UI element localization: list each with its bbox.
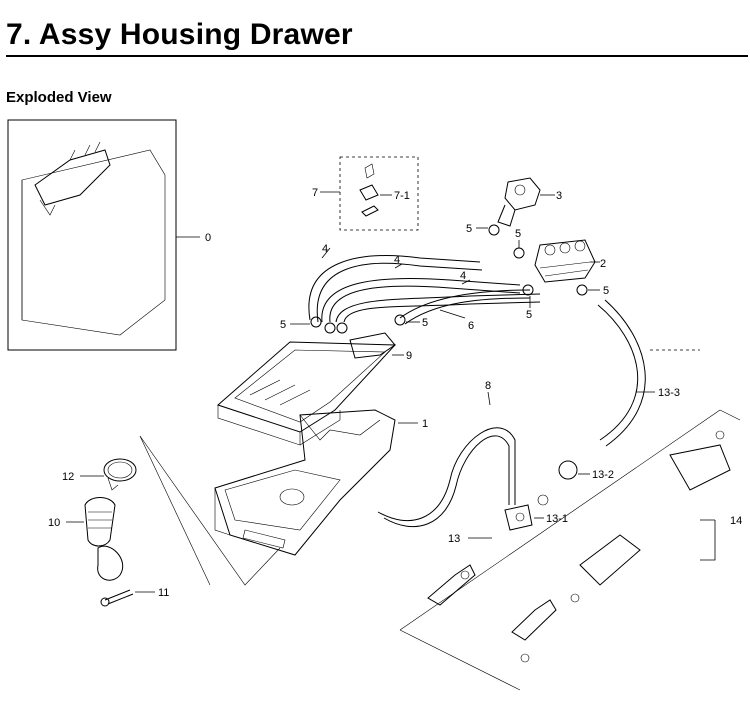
hose-clamps-5 bbox=[310, 224, 588, 334]
callout-8: 8 bbox=[485, 380, 491, 392]
leader-4b bbox=[394, 263, 403, 269]
page-title: 7. Assy Housing Drawer bbox=[6, 18, 353, 51]
drain-assembly-panel bbox=[399, 409, 741, 691]
drawer-housing-1 bbox=[214, 409, 396, 556]
drawer-housing-cover bbox=[217, 341, 397, 446]
callout-5c: 5 bbox=[466, 223, 472, 235]
water-valve-2 bbox=[534, 239, 596, 283]
part-7-dashed-box bbox=[339, 156, 419, 231]
leader-8 bbox=[487, 391, 491, 406]
callout-1: 1 bbox=[422, 418, 428, 430]
callout-5a: 5 bbox=[280, 319, 286, 331]
callout-14: 14 bbox=[730, 515, 742, 527]
callout-3: 3 bbox=[556, 190, 562, 202]
callout-13-1: 13-1 bbox=[546, 513, 568, 525]
leader-14 bbox=[700, 519, 716, 561]
hose-13-3 bbox=[597, 299, 700, 447]
hoses-4 bbox=[308, 255, 541, 325]
callout-13: 13 bbox=[448, 533, 460, 545]
callout-5e: 5 bbox=[526, 309, 532, 321]
callout-5b: 5 bbox=[422, 317, 428, 329]
section-subtitle: Exploded View bbox=[6, 89, 112, 106]
title-divider bbox=[6, 55, 748, 57]
callout-6: 6 bbox=[468, 320, 474, 332]
callout-4a: 4 bbox=[322, 243, 328, 255]
part-13-2 bbox=[537, 460, 578, 506]
callout-9: 9 bbox=[406, 350, 412, 362]
callout-5f: 5 bbox=[603, 285, 609, 297]
callout-2: 2 bbox=[600, 258, 606, 270]
callout-11: 11 bbox=[158, 587, 169, 599]
callout-7-1: 7-1 bbox=[394, 190, 410, 202]
callout-13-3: 13-3 bbox=[658, 387, 680, 399]
callout-13-2: 13-2 bbox=[592, 469, 614, 481]
bellows-10 bbox=[84, 497, 123, 581]
callout-12: 12 bbox=[62, 471, 74, 483]
leader-4a bbox=[321, 247, 331, 259]
outline-guide-2 bbox=[139, 435, 211, 586]
connector-13-1 bbox=[504, 504, 533, 531]
part-9 bbox=[349, 332, 396, 359]
ring-12 bbox=[103, 458, 137, 491]
hose-8 bbox=[377, 427, 516, 527]
callout-5d: 5 bbox=[515, 228, 521, 240]
leader-6 bbox=[439, 309, 466, 319]
callout-10: 10 bbox=[48, 517, 60, 529]
leader-4c bbox=[461, 279, 471, 285]
callout-4c: 4 bbox=[460, 270, 466, 282]
callout-0: 0 bbox=[205, 232, 211, 244]
pin-11 bbox=[100, 589, 134, 607]
callout-4b: 4 bbox=[394, 254, 400, 266]
outline-guide bbox=[139, 435, 281, 586]
assembly-overview-box bbox=[7, 119, 177, 351]
callout-7: 7 bbox=[312, 187, 318, 199]
water-valve-3 bbox=[497, 177, 541, 227]
